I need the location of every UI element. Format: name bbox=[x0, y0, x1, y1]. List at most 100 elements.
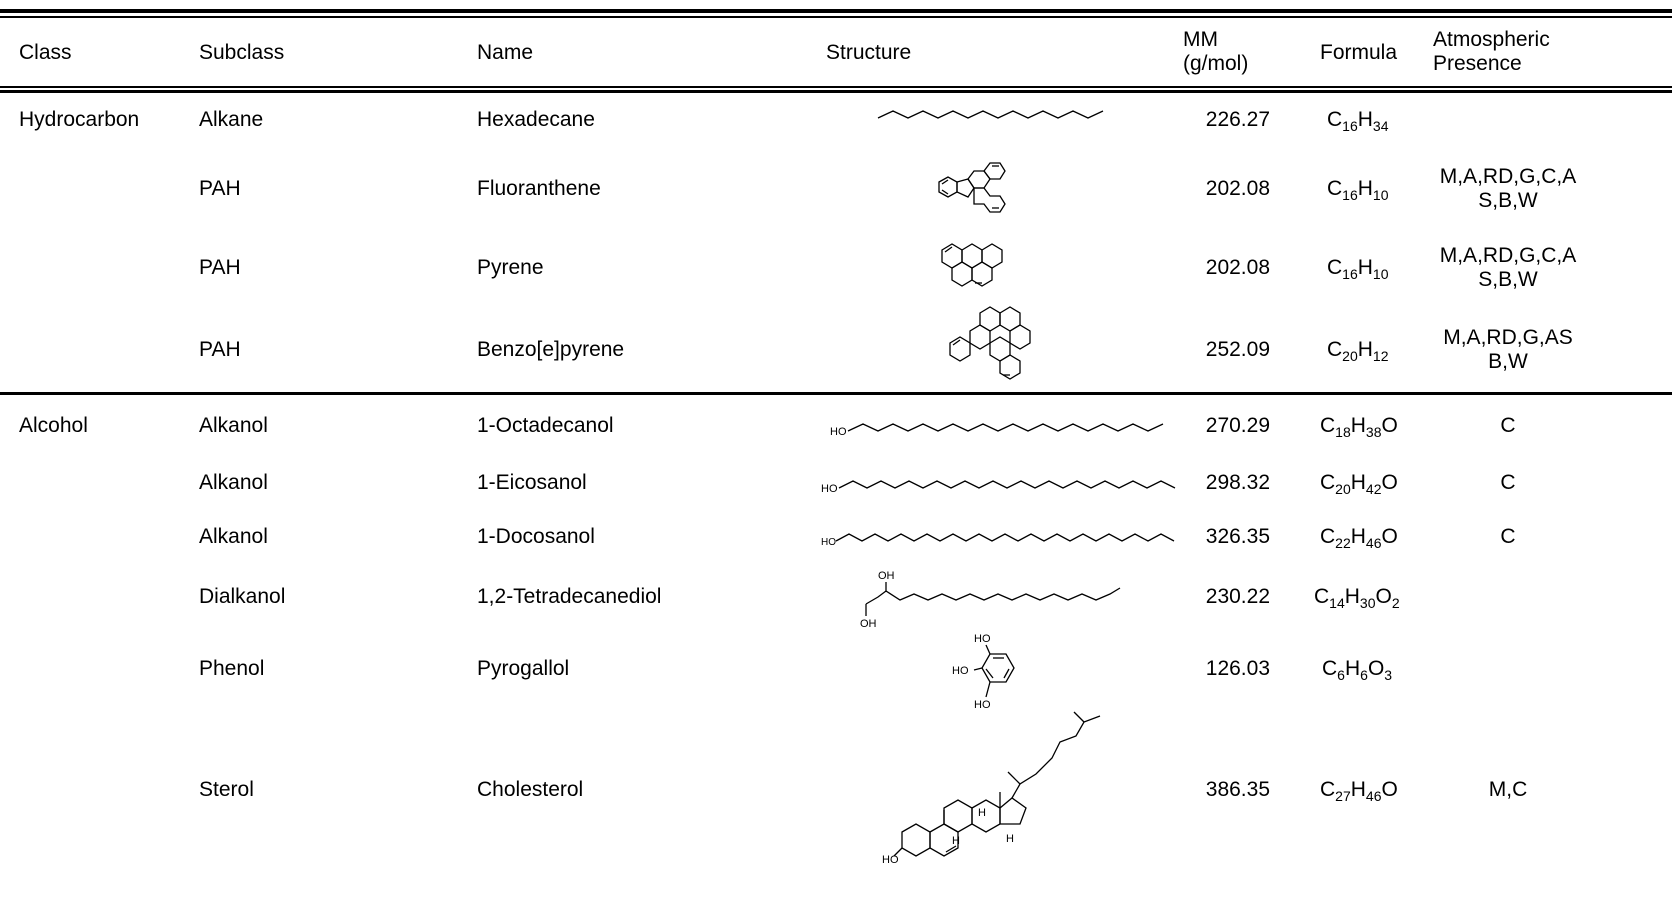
formula-subscript: 6 bbox=[1337, 667, 1345, 683]
row-name: 1-Eicosanol bbox=[477, 471, 587, 494]
formula-subscript: 16 bbox=[1342, 266, 1358, 282]
formula-element: C bbox=[1314, 585, 1330, 608]
row-mm: 230.22 bbox=[1205, 585, 1270, 608]
formula-element: C bbox=[1327, 256, 1343, 279]
row-mm: 326.35 bbox=[1205, 525, 1270, 548]
header-class: Class bbox=[19, 41, 72, 64]
header-presence: Atmospheric Presence bbox=[1433, 28, 1550, 76]
ho-label: HO bbox=[830, 426, 847, 438]
header-name: Name bbox=[477, 41, 534, 64]
row-subclass: Alkanol bbox=[199, 414, 268, 437]
header-mm: MM (g/mol) bbox=[1183, 28, 1248, 76]
row-subclass: PAH bbox=[199, 177, 241, 200]
row-name: Fluoranthene bbox=[477, 177, 601, 200]
formula-element: H bbox=[1344, 657, 1361, 680]
benzo-e-pyrene-structure-icon bbox=[949, 306, 1031, 380]
eicosanol-structure-icon: HO bbox=[821, 480, 1176, 495]
formula-element: C bbox=[1320, 414, 1336, 437]
formula-subscript: 46 bbox=[1365, 535, 1382, 551]
header-subclass: Subclass bbox=[199, 41, 285, 64]
h-label-2: H bbox=[978, 807, 986, 819]
formula-subscript: 30 bbox=[1359, 595, 1376, 611]
ho-label-top: HO bbox=[974, 633, 991, 645]
header-rule-thin bbox=[0, 86, 1672, 88]
row-name: Benzo[e]pyrene bbox=[477, 338, 625, 361]
cholesterol-structure-icon: HO H H H bbox=[882, 711, 1101, 866]
formula-element: O bbox=[1375, 585, 1392, 608]
formula-subscript: 34 bbox=[1372, 118, 1389, 134]
pyrogallol-structure-icon: HO HO HO bbox=[952, 633, 1015, 711]
row-name: Pyrene bbox=[477, 256, 544, 279]
formula-element: H bbox=[1357, 108, 1373, 131]
oh-label-top: OH bbox=[878, 570, 895, 582]
formula-subscript: 10 bbox=[1372, 187, 1389, 203]
row-subclass: PAH bbox=[199, 256, 241, 279]
formula-element: H bbox=[1344, 585, 1360, 608]
formula-subscript: 46 bbox=[1365, 788, 1382, 804]
formula-subscript: 10 bbox=[1372, 266, 1389, 282]
formula-element: H bbox=[1350, 778, 1366, 801]
row-mm: 126.03 bbox=[1205, 657, 1270, 680]
formula-element: C bbox=[1320, 525, 1336, 548]
formula-element: H bbox=[1357, 256, 1373, 279]
row-presence: C bbox=[1500, 525, 1516, 548]
formula-subscript: 20 bbox=[1342, 348, 1358, 364]
ho-label-mid: HO bbox=[952, 665, 969, 677]
h-label-3: H bbox=[1006, 833, 1014, 845]
carbon-chain bbox=[877, 110, 1104, 119]
formula-element: H bbox=[1350, 414, 1366, 437]
row-mm: 270.29 bbox=[1205, 414, 1270, 437]
carbon-chain bbox=[847, 423, 1164, 432]
hexadecane-structure-icon bbox=[877, 110, 1104, 119]
formula-element: H bbox=[1350, 525, 1366, 548]
row-presence: M,A,RD,G,AS B,W bbox=[1443, 326, 1573, 373]
row-subclass: Alkanol bbox=[199, 525, 268, 548]
top-rule-thick bbox=[0, 9, 1672, 13]
pyrene-structure-icon bbox=[941, 243, 1003, 287]
header-presence-line1: Atmospheric bbox=[1433, 28, 1550, 51]
row-subclass: PAH bbox=[199, 338, 241, 361]
row-subclass: Dialkanol bbox=[199, 585, 286, 608]
h-label-1: H bbox=[952, 835, 960, 847]
row-mm: 252.09 bbox=[1205, 338, 1270, 361]
oh-label-bottom: OH bbox=[860, 618, 877, 630]
formula-element: C bbox=[1320, 778, 1336, 801]
formula-subscript: 20 bbox=[1335, 481, 1351, 497]
row-name: 1-Docosanol bbox=[477, 525, 595, 548]
formula-subscript: 42 bbox=[1365, 481, 1382, 497]
formula-element: C bbox=[1327, 338, 1343, 361]
row-class: Hydrocarbon bbox=[19, 108, 140, 131]
row-presence: M,A,RD,G,C,A S,B,W bbox=[1439, 244, 1577, 291]
header-mm-line1: MM bbox=[1183, 28, 1218, 51]
row-formula: C16H10 bbox=[1327, 177, 1389, 203]
row-formula: C20H42O bbox=[1320, 471, 1398, 497]
ho-label: HO bbox=[882, 854, 899, 866]
formula-element: O bbox=[1381, 471, 1398, 494]
fluoranthene-structure-icon bbox=[938, 162, 1006, 213]
formula-subscript: 18 bbox=[1335, 424, 1351, 440]
tetradecanediol-structure-icon: OH OH bbox=[860, 570, 1121, 630]
formula-subscript: 22 bbox=[1335, 535, 1351, 551]
ho-label-bottom: HO bbox=[974, 699, 991, 711]
formula-element: C bbox=[1320, 471, 1336, 494]
octadecanol-structure-icon: HO bbox=[830, 423, 1164, 438]
formula-subscript: 38 bbox=[1365, 424, 1382, 440]
header-rule-thick bbox=[0, 90, 1672, 93]
formula-element: O bbox=[1367, 657, 1385, 680]
row-subclass: Phenol bbox=[199, 657, 265, 680]
row-subclass: Alkanol bbox=[199, 471, 268, 494]
formula-element: O bbox=[1381, 778, 1398, 801]
row-presence: M,C bbox=[1488, 778, 1528, 801]
formula-subscript: 3 bbox=[1384, 667, 1393, 683]
row-formula: C16H10 bbox=[1327, 256, 1389, 282]
row-name: Cholesterol bbox=[477, 778, 584, 801]
row-mm: 298.32 bbox=[1205, 471, 1270, 494]
row-presence: C bbox=[1500, 471, 1516, 494]
header-mm-line2: (g/mol) bbox=[1183, 52, 1249, 75]
formula-element: C bbox=[1327, 108, 1343, 131]
row-name: Hexadecane bbox=[477, 108, 595, 131]
row-class: Alcohol bbox=[19, 414, 88, 437]
row-subclass: Alkane bbox=[199, 108, 264, 131]
row-formula: C27H46O bbox=[1320, 778, 1398, 804]
carbon-chain bbox=[838, 480, 1176, 489]
